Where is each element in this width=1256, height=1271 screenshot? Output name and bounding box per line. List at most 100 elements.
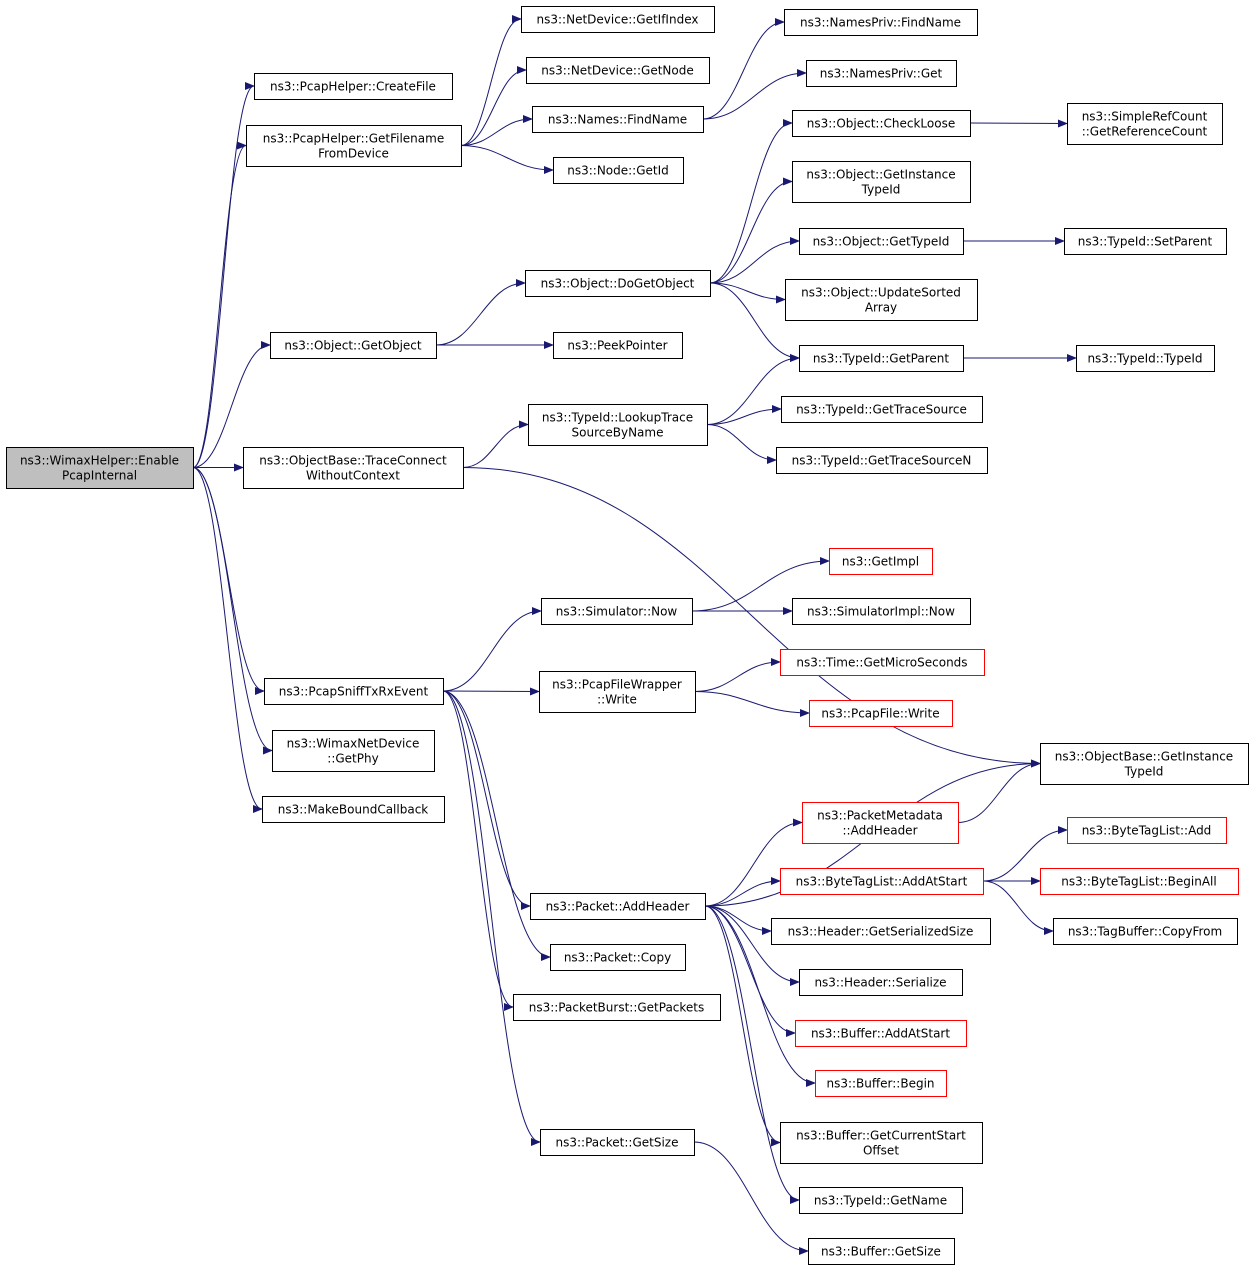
- node-label: ns3::NetDevice::GetNode: [541, 64, 693, 78]
- node-box: [780, 1122, 983, 1164]
- node-peek[interactable]: ns3::PeekPointer: [553, 332, 683, 359]
- node-privget[interactable]: ns3::NamesPriv::Get: [806, 60, 957, 87]
- node-btlstart[interactable]: ns3::ByteTagList::AddAtStart: [780, 868, 984, 895]
- node-label: ns3::PcapFileWrapper: [552, 678, 682, 692]
- node-box: [802, 802, 959, 844]
- node-pktcopy[interactable]: ns3::Packet::Copy: [550, 944, 686, 971]
- node-tracesrcn[interactable]: ns3::TypeId::GetTraceSourceN: [776, 447, 988, 474]
- node-label: ns3::Object::CheckLoose: [807, 117, 955, 131]
- node-getpackets[interactable]: ns3::PacketBurst::GetPackets: [513, 994, 721, 1021]
- node-box: [784, 9, 978, 36]
- node-btladd[interactable]: ns3::ByteTagList::Add: [1067, 817, 1227, 844]
- edge-dogetobject-to-objtypeid: [709, 237, 800, 284]
- node-box: [792, 110, 971, 137]
- node-serialize[interactable]: ns3::Header::Serialize: [799, 969, 963, 996]
- node-simnow[interactable]: ns3::Simulator::Now: [541, 598, 693, 625]
- edge-pcapsniff-to-pktcopy: [442, 690, 551, 961]
- node-label: ns3::Simulator::Now: [556, 605, 678, 619]
- node-box: [540, 1129, 695, 1156]
- edge-pcapsniff-to-simnow: [442, 607, 542, 692]
- node-pfwrite[interactable]: ns3::PcapFile::Write: [809, 700, 953, 727]
- edge-root-to-pcapsniff: [192, 467, 265, 695]
- edge-pcapsniff-to-getpackets: [442, 690, 514, 1011]
- edge-pcapsniff-to-fwwrite: [442, 687, 540, 696]
- node-label: ns3::Buffer::GetSize: [821, 1245, 941, 1259]
- node-micro[interactable]: ns3::Time::GetMicroSeconds: [780, 649, 985, 676]
- node-metaadd[interactable]: ns3::PacketMetadata::AddHeader: [802, 802, 959, 844]
- node-label: ns3::MakeBoundCallback: [278, 803, 429, 817]
- node-getname[interactable]: ns3::TypeId::GetName: [799, 1187, 963, 1214]
- edge-lookup-to-tracesrc: [706, 405, 782, 425]
- node-box: [809, 700, 953, 727]
- node-refcount[interactable]: ns3::SimpleRefCount::GetReferenceCount: [1067, 103, 1223, 145]
- node-tagcopy[interactable]: ns3::TagBuffer::CopyFrom: [1053, 918, 1238, 945]
- node-box: [806, 60, 957, 87]
- edge-btlstart-to-btladd: [982, 826, 1068, 882]
- node-addheader[interactable]: ns3::Packet::AddHeader: [530, 893, 706, 920]
- edge-lookup-to-getparent: [706, 354, 800, 425]
- node-label: ns3::Packet::Copy: [564, 951, 671, 965]
- node-box: [792, 161, 971, 203]
- node-privfind[interactable]: ns3::NamesPriv::FindName: [784, 9, 978, 36]
- edge-dogetobject-to-updatesorted: [709, 282, 786, 304]
- node-box: [780, 868, 984, 895]
- node-typeidctor[interactable]: ns3::TypeId::TypeId: [1076, 345, 1215, 372]
- node-objtypeid[interactable]: ns3::Object::GetTypeId: [799, 228, 964, 255]
- node-box: [799, 969, 963, 996]
- node-label: ns3::TypeId::SetParent: [1078, 235, 1213, 249]
- node-label: ns3::NamesPriv::FindName: [800, 16, 961, 30]
- node-serialsize[interactable]: ns3::Header::GetSerializedSize: [771, 918, 991, 945]
- edge-lookup-to-tracesrcn: [706, 424, 777, 464]
- node-bufbegin[interactable]: ns3::Buffer::Begin: [815, 1070, 947, 1097]
- node-label: ns3::Object::GetTypeId: [813, 235, 950, 249]
- node-btlbegin[interactable]: ns3::ByteTagList::BeginAll: [1040, 868, 1239, 895]
- node-label: ns3::ByteTagList::AddAtStart: [796, 875, 968, 889]
- node-bufaddstart[interactable]: ns3::Buffer::AddAtStart: [795, 1020, 967, 1047]
- edge-getfilename-to-namesfind: [460, 115, 533, 146]
- node-label: ::Write: [597, 693, 637, 707]
- node-nodegetid[interactable]: ns3::Node::GetId: [553, 157, 684, 184]
- node-box: [1067, 817, 1227, 844]
- node-label: ns3::ByteTagList::BeginAll: [1061, 875, 1216, 889]
- node-getnode[interactable]: ns3::NetDevice::GetNode: [526, 57, 710, 84]
- node-dogetobject[interactable]: ns3::Object::DoGetObject: [525, 270, 711, 297]
- node-label: ns3::WimaxNetDevice: [287, 737, 420, 751]
- node-label: ns3::TagBuffer::CopyFrom: [1068, 925, 1222, 939]
- node-setparent[interactable]: ns3::TypeId::SetParent: [1064, 228, 1227, 255]
- edge-root-to-getphy: [192, 467, 273, 755]
- node-box: [254, 73, 453, 100]
- node-simimplnow[interactable]: ns3::SimulatorImpl::Now: [792, 598, 971, 625]
- edge-getfilename-to-getifindex: [460, 15, 522, 146]
- node-namesfind[interactable]: ns3::Names::FindName: [532, 106, 704, 133]
- node-bufsize[interactable]: ns3::Buffer::GetSize: [808, 1238, 955, 1265]
- edge-namesfind-to-privfind: [702, 18, 785, 120]
- node-pktsize[interactable]: ns3::Packet::GetSize: [540, 1129, 695, 1156]
- node-box: [513, 994, 721, 1021]
- node-createfile[interactable]: ns3::PcapHelper::CreateFile: [254, 73, 453, 100]
- node-tracesrc[interactable]: ns3::TypeId::GetTraceSource: [781, 396, 983, 423]
- node-label: ns3::Object::UpdateSorted: [801, 286, 961, 300]
- node-pcapsniff[interactable]: ns3::PcapSniffTxRxEvent: [264, 678, 444, 705]
- edge-addheader-to-metaadd: [704, 818, 803, 907]
- node-getobject[interactable]: ns3::Object::GetObject: [270, 332, 437, 359]
- node-traceconnect[interactable]: ns3::ObjectBase::TraceConnectWithoutCont…: [243, 447, 464, 489]
- edge-dogetobject-to-checkloose: [709, 119, 793, 284]
- node-getifindex[interactable]: ns3::NetDevice::GetIfIndex: [521, 6, 715, 33]
- edge-addheader-to-serialsize: [704, 905, 772, 935]
- node-getparent[interactable]: ns3::TypeId::GetParent: [799, 345, 964, 372]
- node-box: [521, 6, 715, 33]
- node-checkloose[interactable]: ns3::Object::CheckLoose: [792, 110, 971, 137]
- node-getimpl[interactable]: ns3::GetImpl: [829, 548, 933, 575]
- node-mkbound[interactable]: ns3::MakeBoundCallback: [262, 796, 445, 823]
- node-fwwrite[interactable]: ns3::PcapFileWrapper::Write: [539, 671, 696, 713]
- node-getphy[interactable]: ns3::WimaxNetDevice::GetPhy: [272, 730, 435, 772]
- node-box: [1040, 868, 1239, 895]
